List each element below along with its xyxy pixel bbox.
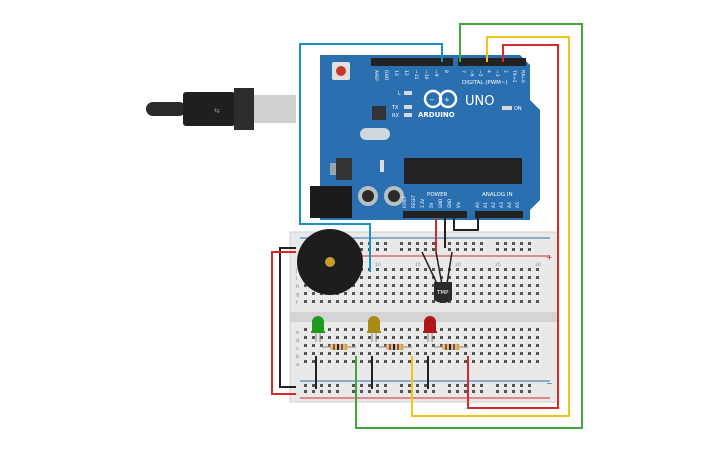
power-pin-label: 3.3V [420, 199, 425, 208]
sensor-label: TMP [436, 290, 449, 296]
led-group[interactable] [311, 316, 437, 342]
svg-text:f: f [296, 300, 298, 306]
digital-pin-label: 8 [443, 70, 449, 73]
svg-text:+: + [444, 96, 450, 104]
power-jack[interactable] [310, 186, 352, 218]
digital-pin-label: ~9 [433, 70, 439, 77]
temperature-sensor[interactable]: TMP [421, 251, 453, 303]
brand-label: ARDUINO [418, 111, 455, 119]
digital-label: DIGITAL (PWM~) [462, 80, 508, 86]
svg-text:a: a [296, 362, 299, 368]
analog-pin-label: A2 [491, 202, 497, 208]
digital-pin-label: ~5 [477, 70, 483, 77]
power-label: POWER [427, 192, 448, 198]
svg-text:h: h [296, 284, 299, 290]
svg-text:−: − [429, 96, 435, 104]
wire-black-rail[interactable] [279, 247, 296, 388]
analog-pin-label: A4 [507, 202, 513, 208]
wire-red-rail[interactable] [271, 251, 296, 395]
svg-text:30: 30 [535, 262, 541, 268]
digital-pin-label: ~3 [494, 70, 500, 77]
svg-text:c: c [296, 346, 299, 352]
rail-plus-label: + [546, 253, 553, 262]
power-pin-labels: IOREF RESET 3.3V 5V GND GND Vin [402, 195, 461, 208]
digital-pin-label: 7 [460, 70, 466, 73]
on-led-label: ON [514, 106, 522, 112]
digital-pin-label: 12 [403, 70, 409, 76]
power-pin-label: GND [447, 199, 452, 208]
analog-header[interactable] [475, 211, 523, 218]
analog-pin-label: A5 [515, 202, 521, 208]
power-pin-label: GND [438, 199, 443, 208]
power-pin-label: Vin [456, 201, 461, 208]
analog-pin-label: A0 [475, 202, 481, 208]
digital-pin-label: 2 [503, 70, 509, 73]
digital-pin-label: TX→1 [511, 69, 517, 83]
wire-red-led[interactable] [467, 44, 559, 409]
svg-text:g: g [296, 292, 299, 298]
model-label: UNO [465, 94, 494, 109]
usb-icon: ⇆ [214, 107, 220, 115]
usb-chip [372, 106, 386, 120]
wires[interactable] [271, 23, 583, 429]
digital-pin-label: 13 [393, 70, 399, 76]
digital-pin-label: ~6 [469, 70, 475, 77]
digital-pin-label: RX←0 [520, 70, 526, 83]
svg-text:e: e [296, 330, 299, 336]
svg-text:20: 20 [455, 262, 461, 268]
usb-cable[interactable]: ⇆ [146, 88, 296, 130]
resistor-3 [434, 344, 468, 350]
digital-pin-label: 4 [486, 70, 492, 73]
analog-pin-label: A3 [499, 202, 505, 208]
wire-yellow-led[interactable] [411, 36, 570, 417]
resistor-2 [378, 344, 412, 350]
led-green[interactable] [311, 316, 325, 342]
led-yellow[interactable] [367, 316, 381, 342]
power-pin-label: 5V [429, 202, 434, 208]
tx-led-label: TX [391, 105, 399, 111]
piezo-buzzer[interactable] [297, 229, 363, 295]
digital-header-right[interactable] [458, 58, 526, 66]
analog-label: ANALOG IN [482, 192, 513, 198]
power-header[interactable] [403, 211, 467, 218]
svg-text:25: 25 [495, 262, 501, 268]
l-led-label: L [398, 91, 401, 97]
wire-blue-buzzer[interactable] [299, 43, 443, 272]
atmega-chip [404, 158, 522, 184]
rx-led-label: RX [392, 113, 399, 119]
breadboard[interactable]: + − j i h g f e d c b a 1 5 10 15 20 25 … [289, 231, 559, 403]
wire-green-led[interactable] [355, 23, 583, 429]
power-pin-label: RESET [411, 195, 416, 208]
digital-pin-label: ~11 [413, 70, 419, 80]
led-red[interactable] [423, 316, 437, 342]
digital-header-left[interactable] [371, 58, 453, 66]
analog-pin-label: A1 [483, 202, 489, 208]
digital-pin-label: GND [383, 70, 389, 81]
svg-text:i: i [296, 276, 297, 282]
digital-pin-label: AREF [373, 70, 379, 82]
svg-text:15: 15 [415, 262, 421, 268]
svg-text:j: j [295, 268, 297, 274]
rail-minus-label: − [546, 379, 553, 388]
wire-gnd-2[interactable] [453, 218, 479, 231]
arduino-logo: − + [423, 89, 458, 109]
crystal [360, 128, 390, 140]
resistor-group[interactable] [322, 344, 468, 350]
digital-pin-label: ~10 [423, 70, 429, 80]
svg-text:d: d [296, 338, 299, 344]
voltage-regulator [336, 158, 352, 180]
resistor-1 [322, 344, 356, 350]
svg-text:10: 10 [375, 262, 381, 268]
power-pin-label: IOREF [402, 195, 407, 208]
svg-text:b: b [296, 354, 299, 360]
breadboard-row-labels: j i h g f e d c b a [295, 268, 299, 368]
